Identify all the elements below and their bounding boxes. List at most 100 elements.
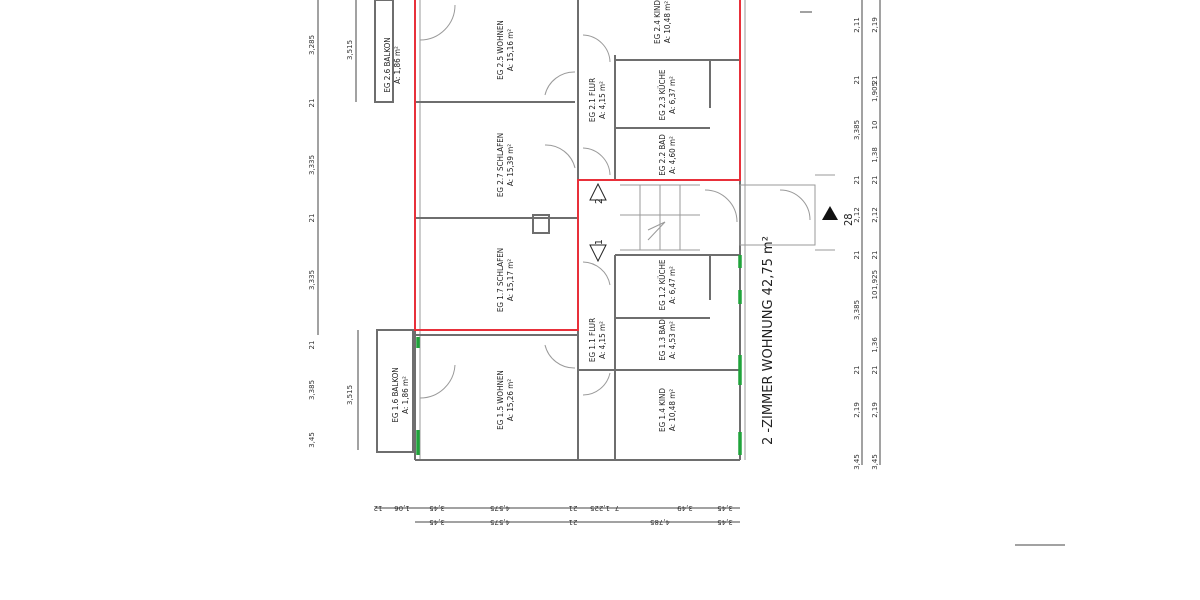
dimension-label: 1,905 xyxy=(871,82,879,102)
dimension-label: 3,45 xyxy=(717,504,733,512)
dimension-label: 3,285 xyxy=(308,35,316,55)
room-name: EG 1.5 WOHNEN xyxy=(496,370,505,430)
dimension-label: 3,515 xyxy=(346,40,354,60)
room-area: A: 15,39 m² xyxy=(506,144,515,186)
room-area: A: 10,48 m² xyxy=(663,1,672,43)
room-area: A: 6,47 m² xyxy=(668,266,677,304)
dimension-label: 3,45 xyxy=(853,454,861,470)
stair-marker-1: 1 xyxy=(594,239,605,245)
dimension-label: 1,925 xyxy=(871,270,879,290)
door-swings xyxy=(419,4,811,399)
dimension-label: 2,12 xyxy=(853,207,861,223)
walls xyxy=(374,0,835,461)
staircase xyxy=(620,184,700,251)
dimension-label: 3,385 xyxy=(308,380,316,400)
room-area: A: 15,16 m² xyxy=(506,29,515,71)
dimension-label: 21 xyxy=(308,99,316,108)
room-area: A: 4,15 m² xyxy=(598,81,607,119)
unit-outline xyxy=(414,0,741,331)
dimension-lines xyxy=(317,0,1065,546)
dimension-label: 21 xyxy=(871,366,879,375)
room-name: EG 1.2 KÜCHE xyxy=(657,259,667,310)
dimension-label: 3,45 xyxy=(717,518,733,526)
dimension-labels: 3,285213,335213,335213,3853,453,5153,515… xyxy=(308,17,879,526)
dimension-label: 2,19 xyxy=(871,17,879,33)
dimension-label: 1,36 xyxy=(871,337,879,353)
room-name: EG 1.3 BAD xyxy=(658,319,667,361)
room-name: EG 2.2 BAD xyxy=(658,134,667,176)
stair-marker-2: 2 xyxy=(594,198,605,204)
dimension-label: 3,385 xyxy=(853,120,861,140)
dimension-label: 7 xyxy=(615,504,619,512)
dimension-label: 3,515 xyxy=(346,385,354,405)
dimension-label: 12 xyxy=(374,504,383,512)
room-area: A: 6,37 m² xyxy=(668,76,677,114)
dimension-label: 1,225 xyxy=(590,504,610,512)
dimension-label: 2,19 xyxy=(853,402,861,418)
room-area: A: 1,86 m² xyxy=(393,46,402,84)
dimension-label: 10 xyxy=(871,291,879,300)
room-area: A: 4,15 m² xyxy=(598,321,607,359)
dimension-label: 3,45 xyxy=(871,454,879,470)
room-name: EG 1.6 BALKON xyxy=(391,367,400,422)
room-area: A: 15,26 m² xyxy=(506,379,515,421)
dimension-label: 21 xyxy=(871,251,879,260)
dimension-label: 10 xyxy=(871,121,879,130)
dimension-label: 3,45 xyxy=(308,432,316,448)
room-name: EG 2.4 KIND xyxy=(653,0,662,44)
dimension-label: 3,49 xyxy=(677,504,693,512)
dimension-label: 3,45 xyxy=(429,518,445,526)
dimension-label: 3,335 xyxy=(308,155,316,175)
room-name: EG 1.4 KIND xyxy=(658,388,667,432)
dimension-label: 21 xyxy=(569,504,578,512)
dimension-label: 1,38 xyxy=(871,147,879,163)
room-name: EG 2.7 SCHLAFEN xyxy=(496,133,505,197)
room-area: A: 4,53 m² xyxy=(668,321,677,359)
dimension-label: 2,12 xyxy=(871,207,879,223)
dimension-label: 21 xyxy=(871,76,879,85)
room-area: A: 15,17 m² xyxy=(506,259,515,301)
room-name: EG 1.1 FLUR xyxy=(588,318,597,362)
dimension-label: 4,575 xyxy=(490,504,510,512)
dimension-label: 21 xyxy=(853,176,861,185)
room-name: EG 2.1 FLUR xyxy=(588,78,597,122)
stair-arrow-down-icon xyxy=(589,244,607,263)
dimension-label: 21 xyxy=(871,176,879,185)
dimension-label: 21 xyxy=(308,214,316,223)
dimension-label: 3,335 xyxy=(308,270,316,290)
dimension-label: 1,06 xyxy=(394,504,410,512)
dimension-label: 21 xyxy=(308,341,316,350)
dimension-label: 4,575 xyxy=(490,518,510,526)
dimension-label: 4,785 xyxy=(650,518,670,526)
dimension-label: 21 xyxy=(569,518,578,526)
dimension-label: 2,11 xyxy=(853,17,861,33)
dimension-label: 3,45 xyxy=(429,504,445,512)
windows xyxy=(416,255,742,455)
room-name: EG 2.3 KÜCHE xyxy=(657,69,667,120)
room-name: EG 1.7 SCHLAFEN xyxy=(496,248,505,312)
dimension-label: 21 xyxy=(853,76,861,85)
stair-arrow-up-icon xyxy=(589,182,607,201)
room-name: EG 2.5 WOHNEN xyxy=(496,20,505,80)
dimension-label: 21 xyxy=(853,251,861,260)
section-marker-label: 28 xyxy=(842,213,855,226)
section-marker-icon xyxy=(822,206,838,220)
dimension-label: 3,385 xyxy=(853,300,861,320)
dimension-label: 21 xyxy=(853,366,861,375)
room-area: A: 10,48 m² xyxy=(668,389,677,431)
dimension-label: 2,19 xyxy=(871,402,879,418)
